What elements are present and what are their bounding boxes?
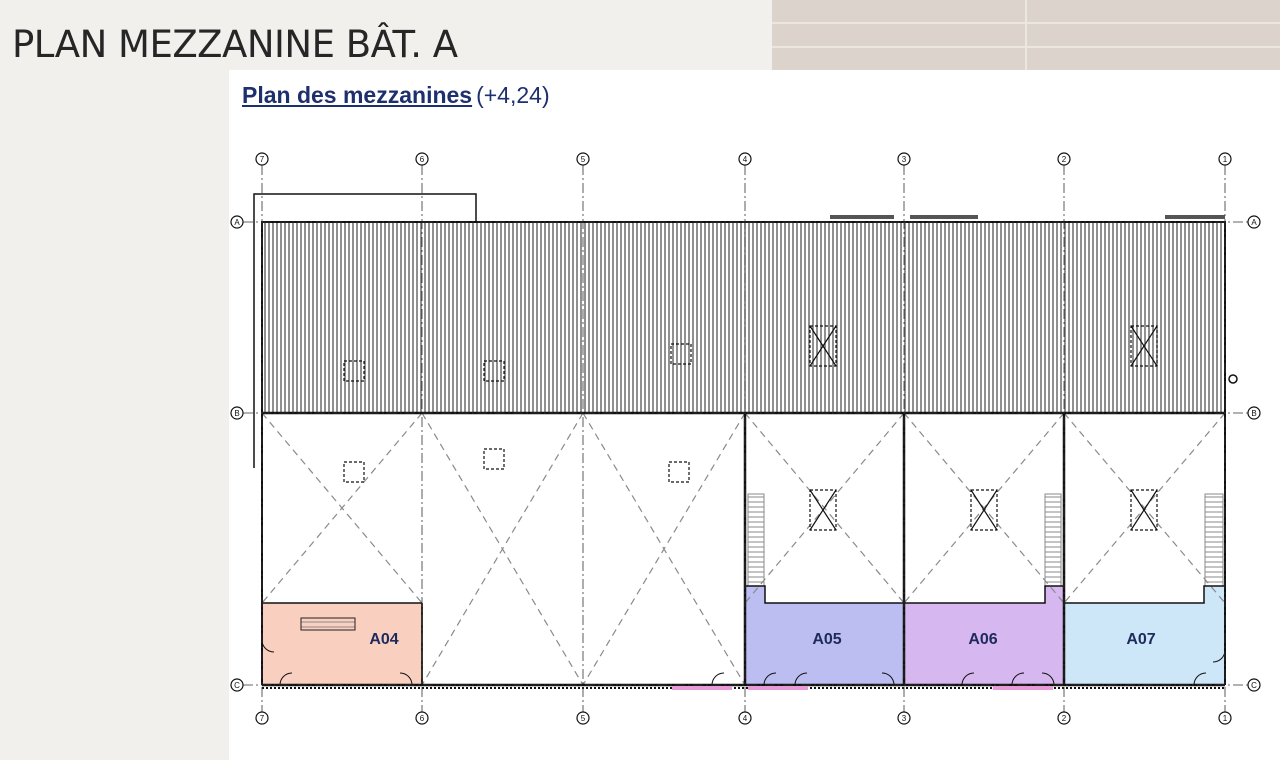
svg-text:4: 4: [743, 714, 748, 723]
stair-a06: [1044, 493, 1062, 587]
svg-text:B: B: [1251, 409, 1256, 418]
svg-text:2: 2: [1062, 155, 1067, 164]
grid-bubble-column-top: 5: [576, 152, 590, 166]
unit-label-a06: A06: [968, 631, 997, 648]
top-openings: [830, 215, 1225, 219]
grid-bubble-column-top: 7: [255, 152, 269, 166]
drain-symbol: [1228, 374, 1238, 384]
door-markers: [672, 686, 1053, 690]
stair-a07: [1204, 493, 1224, 587]
grid-bubble-column-top: 3: [897, 152, 911, 166]
svg-text:A: A: [1251, 218, 1257, 227]
grid-bubble-row-right: C: [1247, 678, 1261, 692]
grid-bubble-column-top: 6: [415, 152, 429, 166]
svg-text:C: C: [234, 681, 240, 690]
svg-text:1: 1: [1223, 155, 1228, 164]
grid-bubble-column-bottom: 5: [576, 711, 590, 725]
grid-bubble-column-bottom: 7: [255, 711, 269, 725]
svg-text:5: 5: [581, 714, 586, 723]
stair-a05: [747, 493, 765, 587]
unit-a06-area: [904, 586, 1064, 685]
svg-text:6: 6: [420, 714, 425, 723]
unit-label-a07: A07: [1126, 631, 1155, 648]
grid-bubble-column-bottom: 3: [897, 711, 911, 725]
plan-title: Plan des mezzanines(+4,24): [242, 82, 550, 109]
stair-a04: [300, 617, 356, 631]
svg-text:B: B: [234, 409, 239, 418]
skylight-symbols: [343, 325, 1158, 531]
svg-text:4: 4: [743, 155, 748, 164]
grid-bubble-row-left: C: [230, 678, 244, 692]
background-tiles: [772, 0, 1280, 70]
svg-text:7: 7: [260, 155, 265, 164]
upper-outline: [253, 193, 477, 222]
grid-bubble-column-bottom: 4: [738, 711, 752, 725]
grid-bubble-column-top: 2: [1057, 152, 1071, 166]
page-title: PLAN MEZZANINE BÂT. A: [12, 23, 458, 66]
grid-bubble-column-top: 1: [1218, 152, 1232, 166]
svg-text:2: 2: [1062, 714, 1067, 723]
unit-a07-area: [1064, 586, 1225, 685]
grid-bubble-row-right: B: [1247, 406, 1261, 420]
hatched-storage-strip: [261, 221, 1226, 414]
grid-bubble-row-left: B: [230, 406, 244, 420]
unit-label-a05: A05: [812, 631, 841, 648]
grid-bubble-row-left: A: [230, 215, 244, 229]
unit-a05-area: [745, 586, 904, 685]
grid-bubble-column-bottom: 6: [415, 711, 429, 725]
svg-text:7: 7: [260, 714, 265, 723]
grid-bubble-column-bottom: 2: [1057, 711, 1071, 725]
grid-bubble-column-top: 4: [738, 152, 752, 166]
svg-text:3: 3: [902, 155, 907, 164]
grid-bubble-row-right: A: [1247, 215, 1261, 229]
unit-a04-area: [262, 603, 422, 685]
grid-bubble-column-bottom: 1: [1218, 711, 1232, 725]
unit-label-a04: A04: [369, 631, 398, 648]
svg-text:C: C: [1251, 681, 1257, 690]
svg-text:A: A: [234, 218, 240, 227]
plan-level: (+4,24): [476, 82, 550, 108]
svg-text:1: 1: [1223, 714, 1228, 723]
svg-text:3: 3: [902, 714, 907, 723]
svg-text:6: 6: [420, 155, 425, 164]
svg-text:5: 5: [581, 155, 586, 164]
plan-title-text: Plan des mezzanines: [242, 82, 473, 108]
